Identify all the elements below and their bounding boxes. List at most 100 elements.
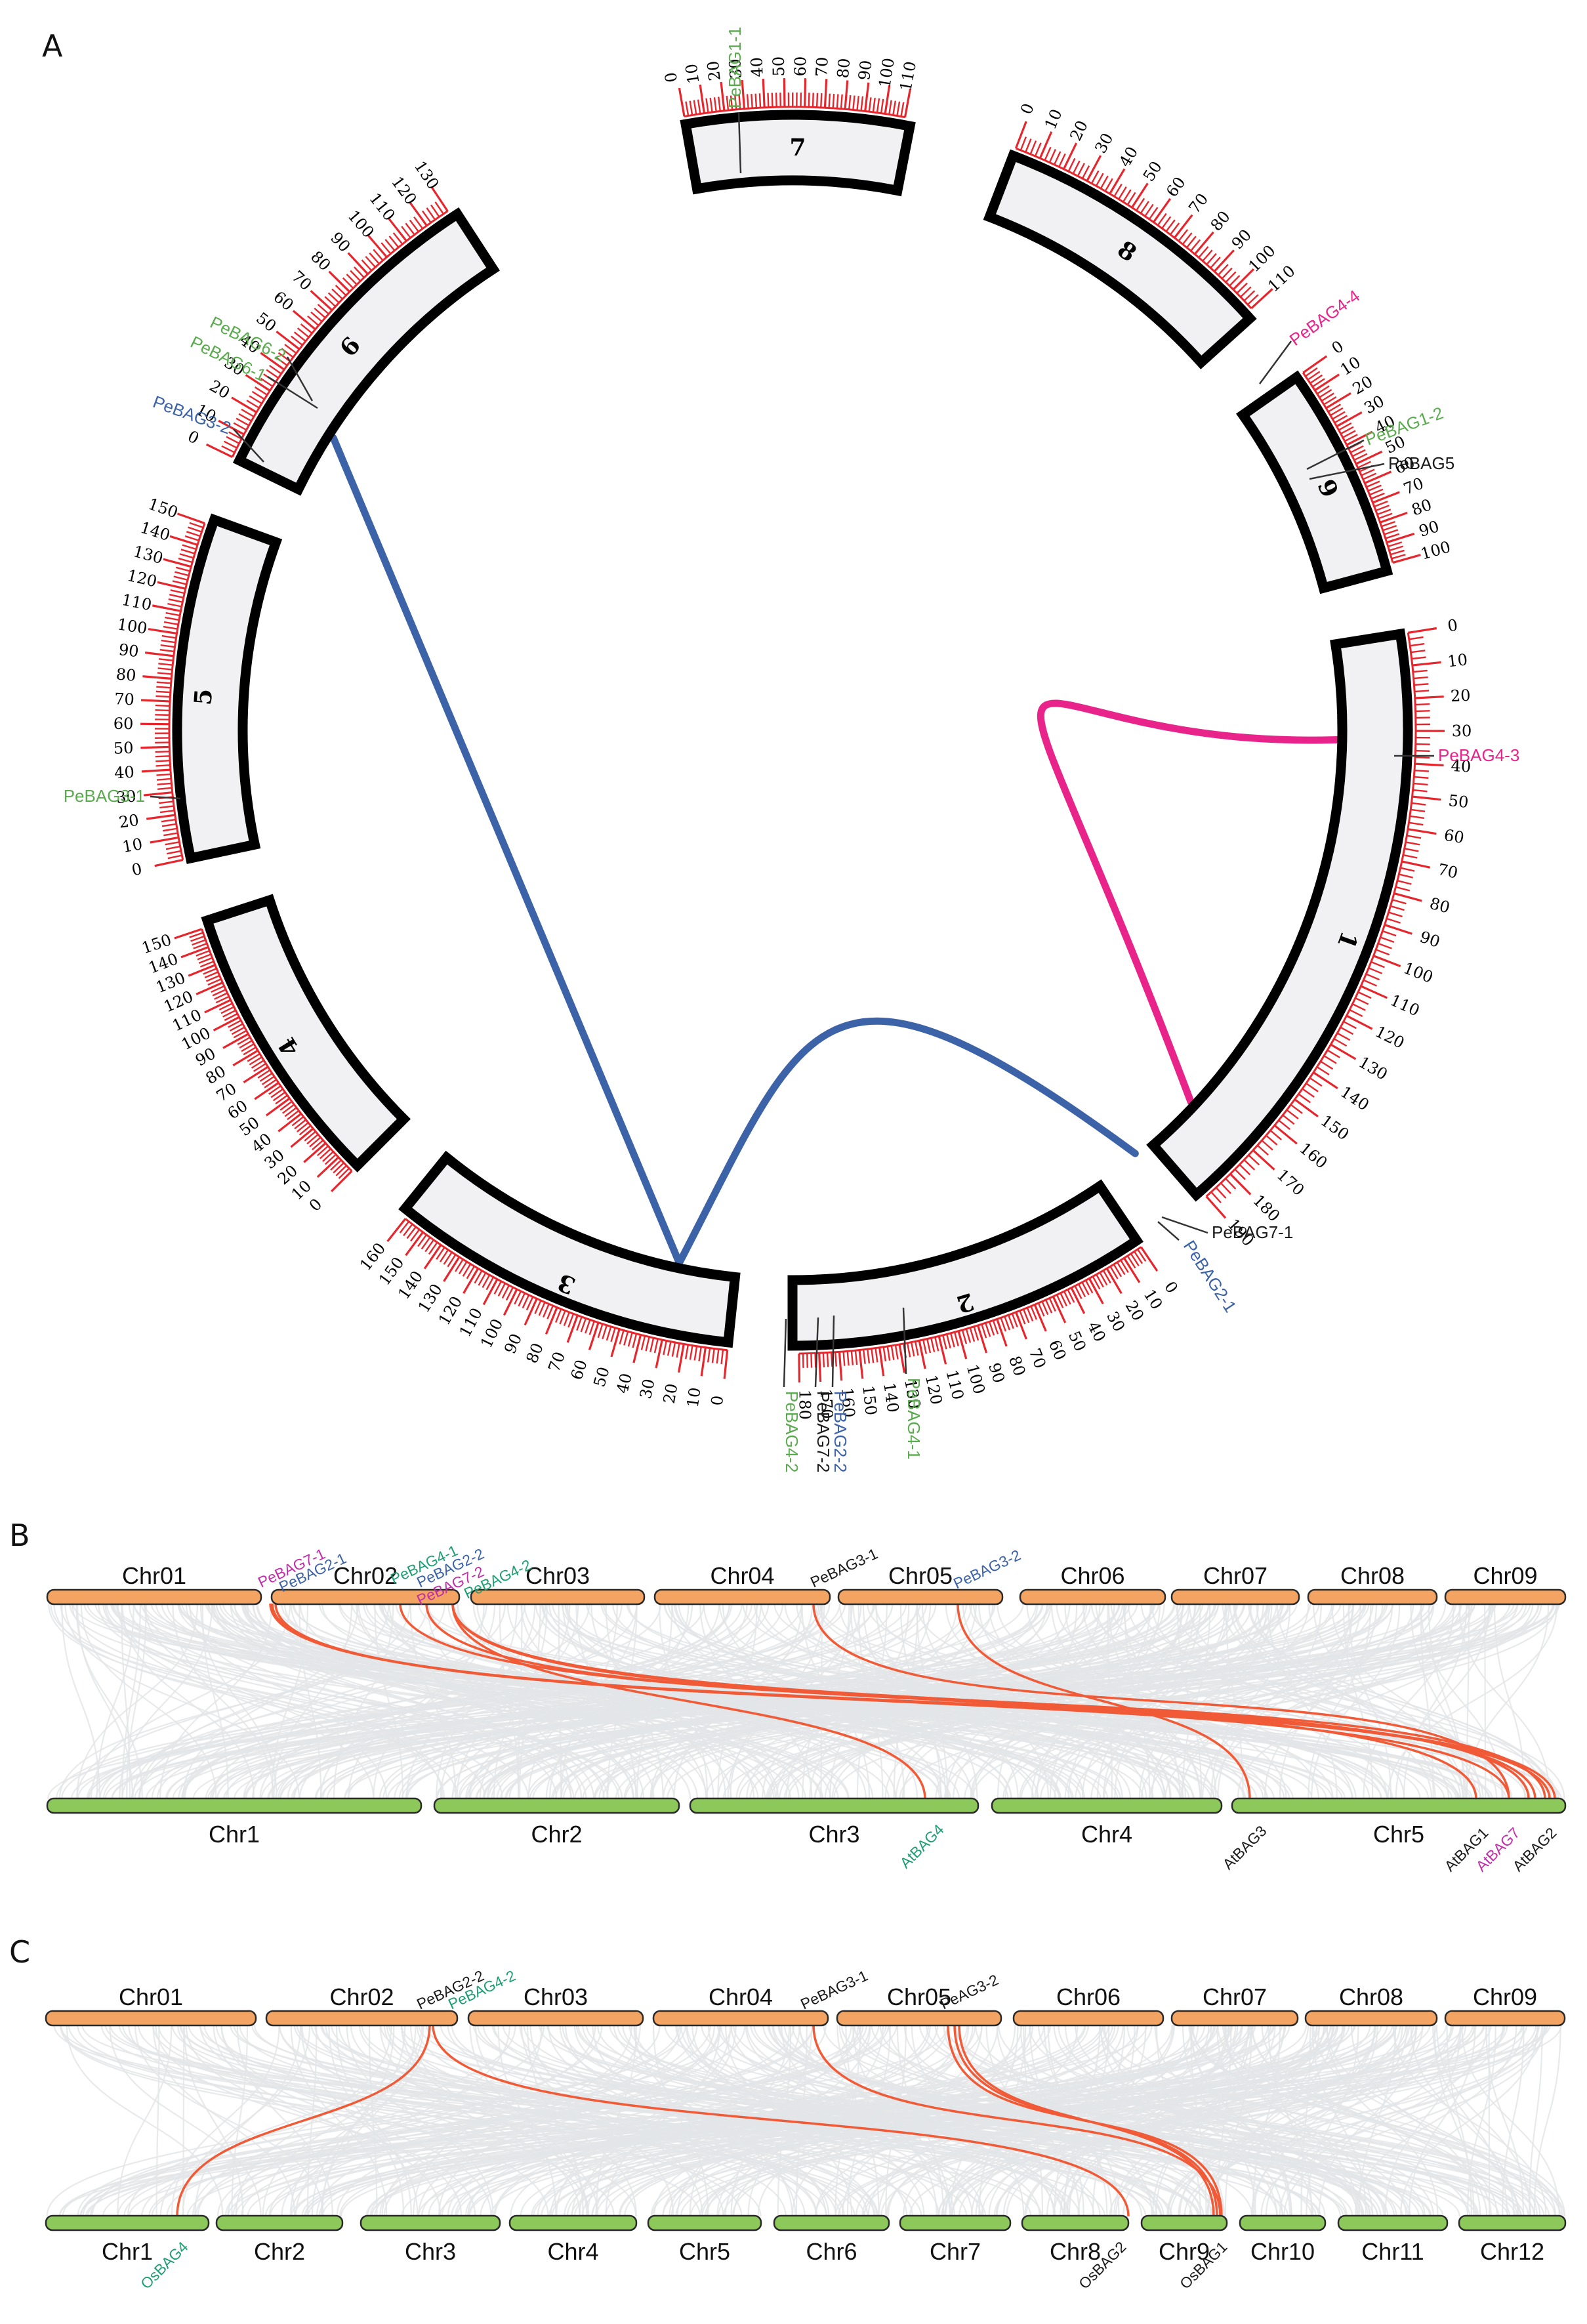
tick-mark [886, 1346, 891, 1361]
tick-mark [230, 1023, 243, 1031]
tick-mark [576, 1316, 583, 1331]
tick-mark [1081, 165, 1090, 179]
tick-mark [399, 1220, 410, 1234]
tick-axis-1 [1205, 633, 1417, 1197]
tick-mark [410, 1229, 421, 1242]
tick-mark [1414, 683, 1429, 686]
tick-mark [1000, 1317, 1007, 1332]
tick-mark [663, 1340, 668, 1356]
circos-links [329, 434, 1341, 1267]
tick-mark [1321, 392, 1334, 402]
tick-label: 40 [113, 763, 134, 783]
tick-label: 140 [880, 1381, 902, 1413]
grey-link [80, 1603, 217, 1800]
tick-mark [331, 288, 343, 300]
tick-mark [189, 522, 204, 529]
tick-mark [1286, 1109, 1299, 1119]
tick-mark [627, 1332, 633, 1347]
tick-mark [392, 232, 403, 245]
tick-label: 10 [1447, 650, 1468, 671]
grey-link [998, 2024, 1426, 2217]
gene-label-pebag4-3: PeBAG4-3 [1438, 745, 1519, 765]
tick-label: 60 [567, 1358, 591, 1382]
tick-mark [854, 1350, 858, 1365]
tick-mark [546, 1305, 554, 1319]
grey-link [671, 1603, 942, 1800]
grey-link [815, 2024, 1124, 2217]
grey-link [213, 2024, 442, 2217]
tick-mark [155, 709, 170, 712]
tick-mark [1033, 1304, 1047, 1332]
tick-mark [175, 566, 190, 572]
top-chromosome-label: Chr06 [1056, 1983, 1121, 2010]
grey-link [1090, 1603, 1558, 1800]
tick-mark [1190, 239, 1201, 252]
tick-mark [1084, 1279, 1094, 1294]
tick-mark [290, 335, 303, 346]
tick-label: 40 [747, 57, 766, 78]
tick-mark [734, 94, 737, 110]
grey-link [510, 2024, 949, 2217]
bottom-chromosome-bar [508, 2214, 638, 2231]
tick-mark [154, 858, 184, 867]
tick-label: 0 [661, 71, 681, 84]
tick-mark [930, 1337, 936, 1352]
tick-mark [161, 634, 176, 639]
tick-mark [190, 935, 205, 942]
red-link [269, 1603, 1551, 1800]
tick-mark [165, 841, 180, 846]
tick-mark [864, 82, 870, 112]
bottom-gene-label: AtBAG3 [1219, 1822, 1269, 1873]
grey-link [76, 1603, 199, 1800]
tick-mark [297, 1122, 309, 1132]
tick-axis-5 [168, 522, 206, 860]
grey-link [338, 1603, 1070, 1800]
top-chromosome-bar [1444, 1588, 1567, 1606]
tick-mark [649, 1337, 655, 1352]
tick-label: 50 [1447, 791, 1469, 812]
tick-mark [156, 773, 171, 776]
tick-mark [1153, 197, 1172, 223]
tick-mark [880, 98, 884, 114]
tick-mark [852, 95, 855, 110]
tick-label: 20 [1350, 372, 1376, 398]
tick-mark [1408, 627, 1437, 634]
tick-mark [1409, 636, 1424, 640]
grey-link [527, 2024, 584, 2217]
tick-mark [228, 431, 242, 440]
grey-link [1466, 2024, 1496, 2217]
top-chromosome-label: Chr03 [526, 1562, 590, 1589]
tick-mark [1391, 899, 1407, 905]
grey-link [1533, 2024, 1561, 2217]
tick-label: 70 [114, 690, 135, 709]
tick-label: 0 [1161, 1278, 1182, 1297]
grey-link [171, 2024, 1105, 2217]
link-pebag3-2-pebag2-2 [329, 434, 683, 1267]
top-chromosome-label: Chr04 [709, 1983, 773, 2010]
tick-mark [182, 544, 197, 550]
tick-mark [1247, 294, 1259, 306]
tick-mark [882, 1346, 887, 1361]
tick-mark [247, 1053, 260, 1062]
tick-label: 120 [1372, 1022, 1408, 1052]
tick-mark [281, 348, 294, 358]
tick-mark [1400, 867, 1415, 872]
bottom-chromosome-label: Chr5 [679, 2238, 730, 2265]
tick-mark [709, 97, 713, 113]
tick-label: 0 [1329, 337, 1348, 358]
tick-mark [254, 1081, 279, 1100]
tick-mark [835, 1352, 837, 1367]
tick-mark [178, 557, 193, 564]
tick-mark [1290, 1104, 1303, 1114]
tick-mark [203, 968, 217, 975]
bottom-chromosome-label: Chr1 [102, 2238, 153, 2265]
grey-link [166, 2024, 868, 2217]
tick-mark [324, 296, 337, 307]
tick-label: 70 [812, 56, 832, 77]
tick-label: 10 [1337, 353, 1364, 379]
bottom-chromosome-label: Chr10 [1250, 2238, 1315, 2265]
tick-mark [268, 365, 282, 375]
tick-mark [321, 1151, 334, 1163]
grey-link [141, 2024, 814, 2217]
tick-mark [338, 1167, 350, 1179]
